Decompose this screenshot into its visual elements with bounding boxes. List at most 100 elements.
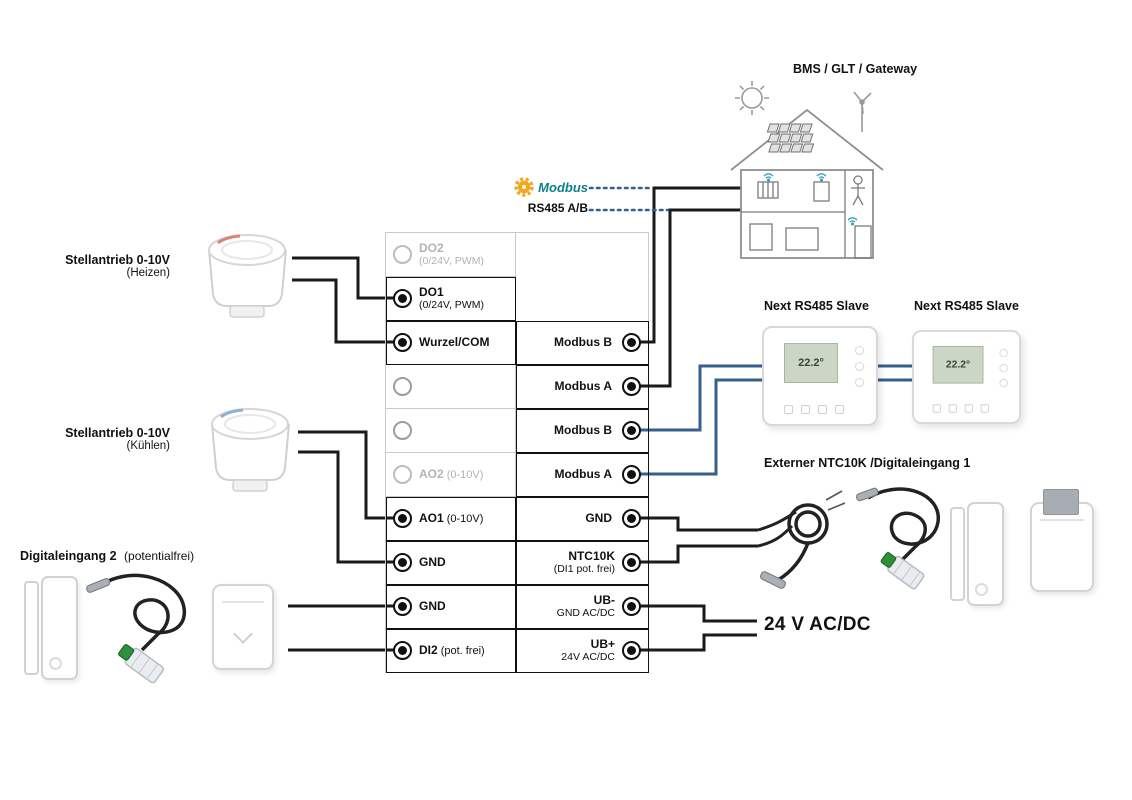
terminal-screw-icon: [622, 597, 641, 616]
appliance-icon: [749, 223, 773, 251]
wifi-icon: [763, 173, 774, 182]
terminal-screw-icon: [622, 553, 641, 572]
terminal-label: GND: [419, 598, 446, 613]
sensor-probe: [855, 487, 879, 502]
terminal-cell-gnd-1: GND: [386, 541, 516, 585]
green-terminal: [118, 644, 135, 661]
terminal-cell-do1: DO1(0/24V, PWM): [386, 277, 516, 321]
terminal-cell-ntc10k: NTC10K(DI1 pot. frei): [516, 541, 649, 585]
wire-heat-com: [292, 278, 397, 344]
next-slave-label-2: Next RS485 Slave: [914, 299, 1019, 313]
terminal-cell-modbus-a-1: Modbus A: [516, 365, 649, 409]
sensor-connector: [880, 552, 925, 590]
digital-input2-sub: (potentialfrei): [124, 549, 195, 563]
thermostat-side-buttons: [999, 348, 1008, 388]
terminal-screw-icon: [393, 333, 412, 352]
door-contact-magnet: [950, 507, 965, 601]
terminal-cell-spare-1: [386, 365, 516, 409]
digital-input2-label: Digitaleingang 2 (potentialfrei): [20, 549, 194, 563]
house-roof: [730, 108, 884, 171]
terminal-screw-icon: [622, 509, 641, 528]
rs485-slave-device-2: 22.2°: [912, 330, 1022, 424]
sun-icon: [735, 81, 769, 115]
wire-ub-minus: [636, 604, 757, 623]
rs485-slave-device-1: 22.2°: [762, 326, 878, 426]
door-contact-sensor: [24, 576, 78, 680]
terminal-screw-icon: [393, 289, 412, 308]
terminal-cell-do2: DO2(0/24V, PWM): [386, 233, 516, 277]
terminal-cell-wurzel-com: Wurzel/COM: [386, 321, 516, 365]
terminal-cell-di2: DI2(pot. frei): [386, 629, 516, 673]
sensor-probe: [759, 571, 787, 589]
wire-ub-plus: [636, 633, 757, 652]
ntc-coil-sensor: [757, 490, 846, 589]
thermostat-buttons: [784, 405, 844, 414]
bms-house-illustration: [730, 81, 884, 259]
actuator-heat-device: [208, 234, 287, 318]
modbus-logo-text: Modbus: [538, 179, 588, 195]
terminal-cell-modbus-a-2: Modbus A: [516, 453, 649, 497]
terminal-label: AO1(0-10V): [419, 510, 484, 525]
wifi-icon: [847, 217, 858, 226]
card-switch-2: [1030, 489, 1094, 592]
terminal-screw-icon: [393, 245, 412, 264]
terminal-label: Modbus A: [554, 466, 612, 481]
wire-gnd-sensor: [636, 516, 758, 532]
terminal-label: Wurzel/COM: [419, 334, 490, 349]
terminal-label: NTC10K(DI1 pot. frei): [553, 548, 615, 575]
modbus-logo: Modbus: [502, 177, 588, 197]
house-body: [740, 169, 874, 259]
key-card: [1043, 489, 1079, 515]
terminal-cell-modbus-b-2: Modbus B: [516, 409, 649, 453]
appliance-icon-2: [785, 227, 819, 251]
card-switch: [212, 584, 274, 670]
wire-ntc10k: [636, 544, 758, 564]
radiator-icon: [757, 181, 779, 199]
thermostat-screen: 22.2°: [784, 343, 838, 383]
actuator-heat-title: Stellantrieb 0-10V: [65, 253, 170, 267]
wire-modbus-b-bms: [636, 186, 741, 344]
terminal-cell-ao1: AO1(0-10V): [386, 497, 516, 541]
bms-gateway-label: BMS / GLT / Gateway: [793, 62, 918, 76]
actuator-heat-sub: (Heizen): [126, 267, 170, 279]
wire-cool-gnd: [298, 450, 397, 564]
terminal-screw-icon: [393, 465, 412, 484]
terminal-screw-icon: [393, 377, 412, 396]
terminal-label: Modbus A: [554, 378, 612, 393]
actuator-cool-title: Stellantrieb 0-10V: [65, 426, 170, 440]
terminal-screw-icon: [622, 641, 641, 660]
terminal-label: Modbus B: [554, 334, 612, 349]
wire-slave-b: [636, 364, 762, 432]
person-icon: [851, 175, 865, 206]
terminal-screw-icon: [393, 641, 412, 660]
sensor-connector: [118, 644, 165, 684]
terminal-cell-gnd-right: GND: [516, 497, 649, 541]
sensor-probe: [86, 578, 111, 593]
wire-slave-a: [636, 378, 762, 476]
rs485-label: RS485 A/B: [527, 201, 588, 215]
wifi-icon: [816, 173, 827, 182]
wire-cool-ao1: [298, 430, 397, 520]
terminal-cell-blank-2: [516, 277, 649, 321]
terminal-block: DO2(0/24V, PWM) DO1(0/24V, PWM) Wurzel/C…: [385, 232, 649, 673]
thermostat-buttons: [932, 404, 990, 413]
door-contact-body: [41, 576, 78, 680]
actuator-cool-label: Stellantrieb 0-10V (Kühlen): [28, 426, 170, 452]
door-icon: [854, 225, 872, 259]
terminal-cell-blank-1: [516, 233, 649, 277]
power-supply-label: 24 V AC/DC: [764, 614, 871, 635]
terminal-label: AO2(0-10V): [419, 466, 484, 481]
terminal-cell-ub-minus: UB-GND AC/DC: [516, 585, 649, 629]
terminal-label: GND: [585, 510, 612, 525]
ntc-cable-sensor-2: [855, 487, 940, 590]
green-terminal: [880, 552, 897, 568]
digital-input2-title: Digitaleingang 2: [20, 549, 117, 563]
terminal-screw-icon: [622, 421, 641, 440]
terminal-cell-gnd-2: GND: [386, 585, 516, 629]
terminal-label: Modbus B: [554, 422, 612, 437]
wire-heat-do1: [292, 256, 397, 300]
terminal-label: GND: [419, 554, 446, 569]
terminal-label: UB-GND AC/DC: [556, 592, 615, 619]
terminal-label: UB+24V AC/DC: [561, 636, 615, 663]
door-contact-sensor-2: [950, 502, 1004, 606]
